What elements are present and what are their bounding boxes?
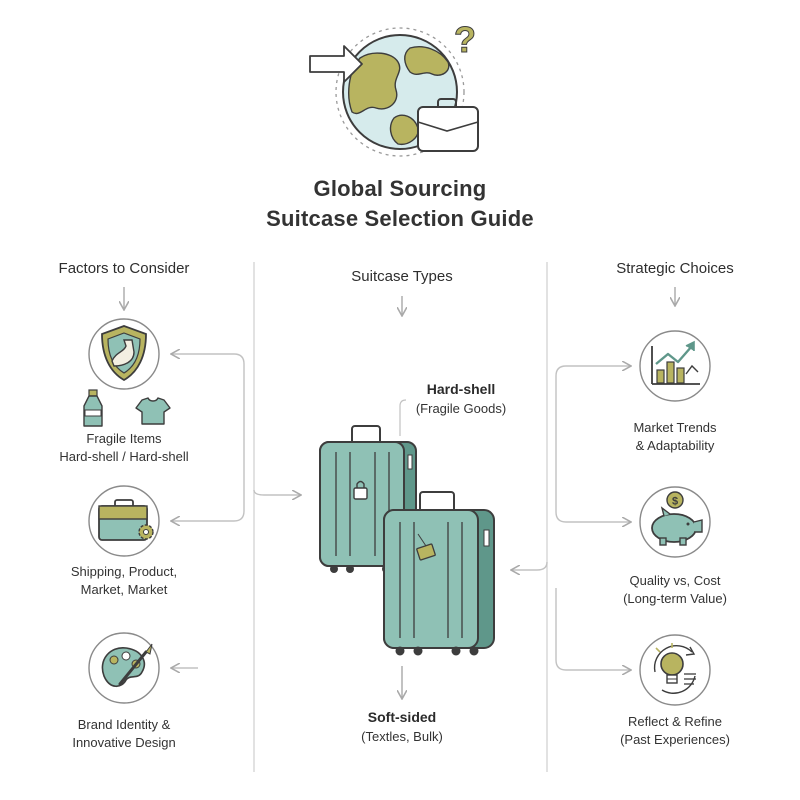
palette-brush-icon bbox=[88, 632, 160, 704]
page-title-line1: Global Sourcing bbox=[313, 176, 487, 201]
choice-caption-1: Market Trends & Adaptability bbox=[633, 420, 717, 453]
globe-sourcing-icon: ? bbox=[309, 19, 479, 157]
factor-caption-1: Fragile Items Hard-shell / Hard-shell bbox=[59, 431, 189, 464]
soft-sided-label: Soft-sided bbox=[367, 709, 437, 725]
soft-sided-note: (Textles, Bulk) bbox=[361, 729, 443, 744]
heading-strategic-choices: Strategic Choices bbox=[616, 260, 734, 277]
heading-suitcase-types: Suitcase Types bbox=[351, 268, 453, 285]
tshirt-icon bbox=[135, 397, 171, 425]
heading-factors: Factors to Consider bbox=[58, 260, 190, 277]
piggy-bank-icon: $ bbox=[639, 486, 711, 558]
briefcase-gear-icon bbox=[88, 485, 160, 557]
soft-sided-suitcase-icon bbox=[383, 491, 495, 656]
svg-text:$: $ bbox=[672, 496, 678, 508]
svg-text:?: ? bbox=[454, 19, 476, 60]
factor-caption-3: Brand Identity & Innovative Design bbox=[72, 717, 176, 750]
bottle-icon bbox=[83, 389, 103, 427]
choice-caption-3: Reflect & Refine (Past Experiences) bbox=[620, 714, 730, 747]
factor-caption-2: Shipping, Product, Market, Market bbox=[70, 564, 178, 597]
shield-muscle-icon bbox=[88, 318, 160, 390]
choice-caption-2: Quality vs, Cost (Long-term Value) bbox=[623, 573, 727, 606]
hard-shell-label: Hard-shell bbox=[426, 381, 496, 397]
page-title-line2: Suitcase Selection Guide bbox=[266, 206, 534, 231]
lightbulb-cycle-icon bbox=[639, 634, 711, 706]
trend-chart-icon bbox=[639, 330, 711, 402]
hard-shell-note: (Fragile Goods) bbox=[415, 401, 507, 416]
